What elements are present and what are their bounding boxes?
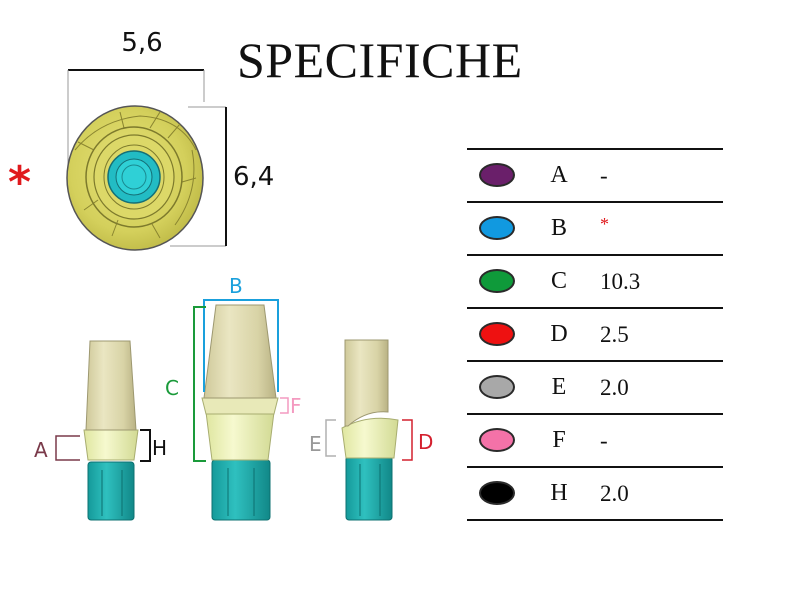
page-title: SPECIFICHE	[237, 32, 523, 88]
spec-key: E	[551, 374, 567, 400]
asterisk-marker: *	[8, 157, 32, 208]
label-a: A	[34, 438, 48, 462]
width-dimension-label: 5,6	[121, 28, 163, 58]
legend-swatch-b	[479, 216, 515, 240]
abutment-left	[83, 340, 139, 521]
spec-value: 2.0	[600, 481, 629, 506]
legend-swatch-h	[479, 481, 515, 505]
spec-row-e: E 2.0	[467, 360, 723, 413]
abutment-middle	[201, 304, 279, 521]
label-h: H	[152, 436, 168, 460]
spec-row-h: H 2.0	[467, 466, 723, 521]
spec-key: B	[550, 215, 567, 241]
legend-swatch-c	[479, 269, 515, 293]
label-f: F	[290, 394, 302, 418]
top-view-dimension-lines	[67, 69, 227, 247]
spec-key: H	[550, 480, 568, 506]
abutment-right	[341, 339, 399, 521]
label-e: E	[309, 432, 322, 456]
spec-row-d: D 2.5	[467, 307, 723, 360]
spec-value: 10.3	[600, 269, 641, 294]
label-c: C	[165, 376, 179, 400]
spec-row-f: F -	[467, 413, 723, 466]
spec-key: F	[552, 427, 566, 453]
legend-swatch-f	[479, 428, 515, 452]
spec-value: 2.0	[600, 375, 629, 400]
spec-key: C	[550, 268, 567, 294]
spec-row-b: B *	[467, 201, 723, 254]
spec-key: A	[550, 162, 568, 188]
spec-value: -	[600, 428, 608, 453]
legend-swatch-a	[479, 163, 515, 187]
legend-swatch-e	[479, 375, 515, 399]
height-dimension-label: 6,4	[233, 162, 275, 192]
label-b: B	[229, 274, 243, 298]
spec-value: -	[600, 163, 608, 188]
spec-row-a: A -	[467, 148, 723, 201]
spec-value: *	[600, 214, 609, 234]
specs-table: A - B * C 10.3 D 2.5 E 2.0 F - H 2.0	[467, 148, 723, 521]
legend-swatch-d	[479, 322, 515, 346]
dimension-brackets	[55, 299, 413, 462]
spec-row-c: C 10.3	[467, 254, 723, 307]
label-d: D	[418, 430, 434, 454]
spec-value: 2.5	[600, 322, 629, 347]
spec-key: D	[550, 321, 568, 347]
abutment-top-view	[66, 105, 204, 251]
